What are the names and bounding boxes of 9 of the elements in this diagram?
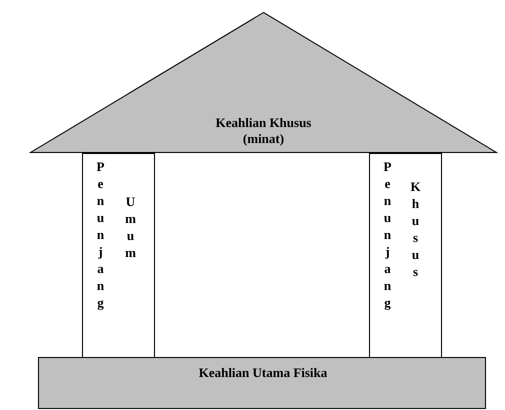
vertical-label: Khusus xyxy=(408,179,422,281)
pillar-box xyxy=(82,153,155,358)
vertical-label: Penunjang xyxy=(380,159,394,312)
vertical-label: Penunjang xyxy=(93,159,107,312)
heading-label: Keahlian Khusus (minat) xyxy=(214,115,312,147)
pillar-box xyxy=(369,153,442,358)
heading-label: Keahlian Utama Fisika xyxy=(198,365,328,381)
base-box xyxy=(38,357,486,409)
vertical-label: Umum xyxy=(123,194,137,262)
